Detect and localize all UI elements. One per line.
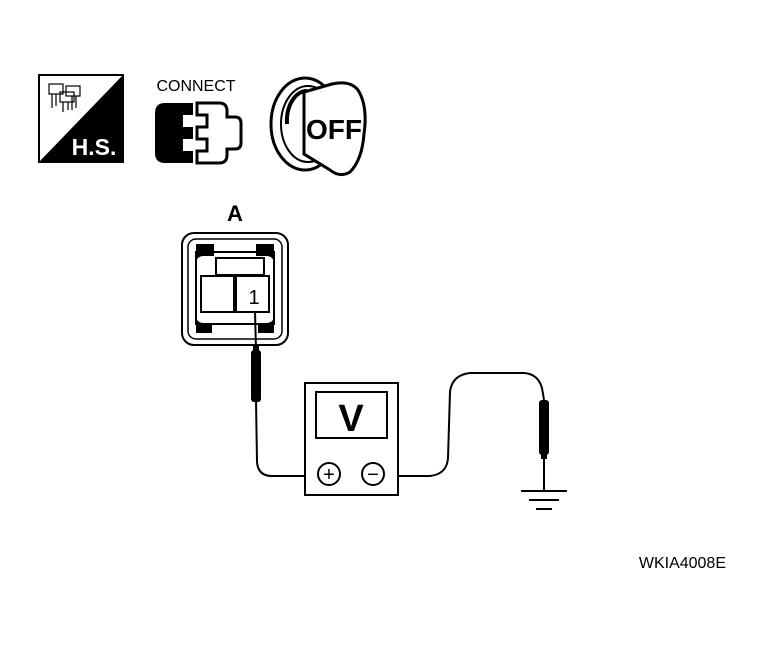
- positive-probe: [251, 346, 261, 402]
- voltmeter-display: V: [338, 398, 364, 440]
- harness-symbol-label: H.S.: [72, 134, 117, 160]
- figure-code: WKIA4008E: [639, 555, 726, 572]
- voltmeter: V + −: [304, 382, 399, 496]
- negative-terminal: −: [361, 462, 385, 486]
- connector-a-label: A: [227, 201, 243, 226]
- test-lead-wires: [254, 311, 545, 490]
- positive-terminal: +: [317, 462, 341, 486]
- ignition-off-label: OFF: [306, 114, 362, 145]
- connector-a: A 1: [181, 201, 289, 346]
- ground-icon: [521, 490, 567, 510]
- terminal-1-label: 1: [248, 287, 259, 309]
- harness-symbol-icon: H.S.: [38, 74, 124, 163]
- ignition-off-icon: OFF: [269, 76, 367, 177]
- negative-probe: [539, 400, 549, 459]
- connect-icon: CONNECT: [155, 78, 243, 165]
- connect-label: CONNECT: [156, 78, 235, 95]
- negative-terminal-label: −: [367, 464, 379, 486]
- positive-terminal-label: +: [323, 464, 335, 486]
